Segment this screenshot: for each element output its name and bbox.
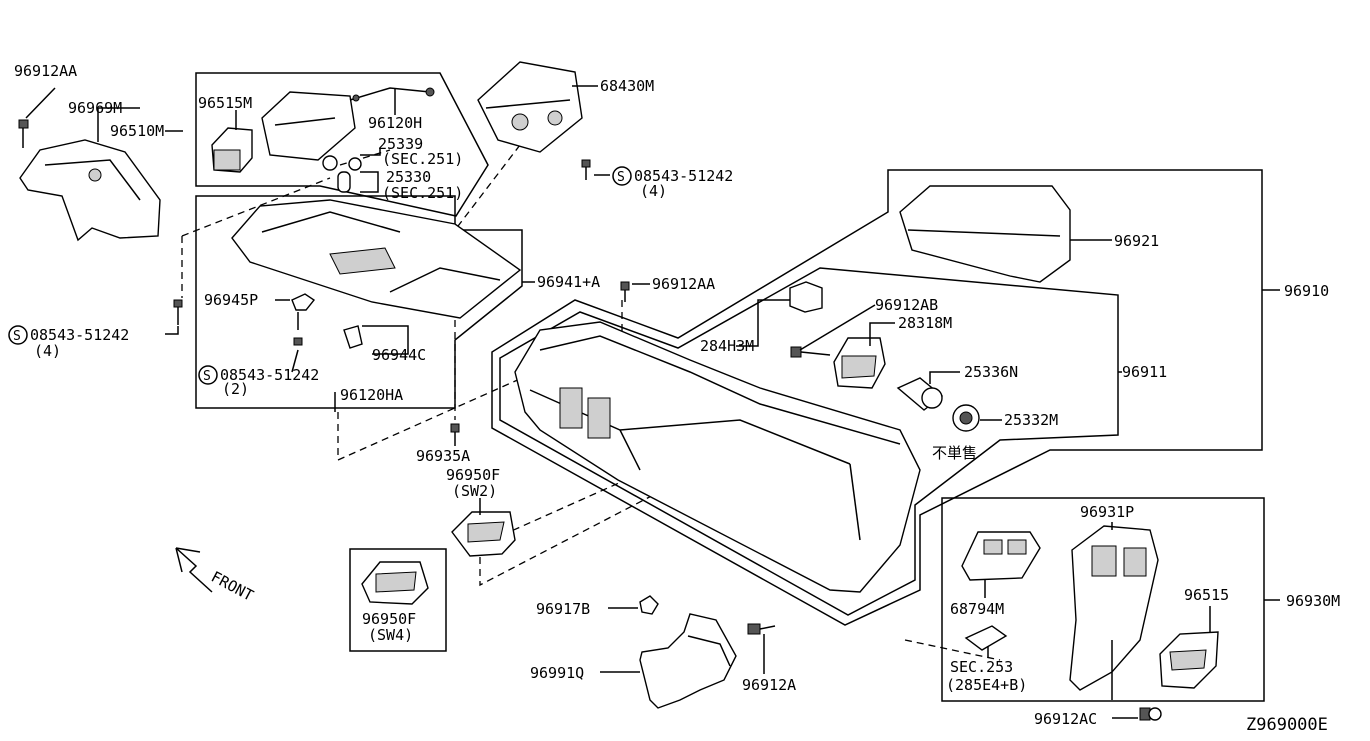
label-68794M: 68794M xyxy=(950,600,1004,618)
part-284H3M-connector xyxy=(789,281,823,313)
part-25336N-lighter xyxy=(896,377,944,411)
part-96515M-box xyxy=(211,127,253,173)
label-96515M: 96515M xyxy=(198,94,252,112)
circled-s-icon: S xyxy=(8,325,28,345)
nut-96917B xyxy=(639,595,659,615)
label-68430M: 68430M xyxy=(600,77,654,95)
screw-96912AB xyxy=(790,346,831,358)
part-96515-box xyxy=(1159,631,1219,689)
svg-text:S: S xyxy=(13,329,21,344)
label-96931P: 96931P xyxy=(1080,503,1134,521)
label-08543-top: 08543-51242 xyxy=(634,167,733,185)
part-96950F-sw2 xyxy=(451,511,516,557)
label-96912AC: 96912AC xyxy=(1034,710,1097,728)
label-25330: 25330 xyxy=(386,168,431,186)
label-96911: 96911 xyxy=(1122,363,1167,381)
label-96120HA: 96120HA xyxy=(340,386,403,404)
label-08543-mid-qty: (2) xyxy=(222,380,249,398)
circled-s-icon: S xyxy=(198,365,218,385)
label-25339: 25339 xyxy=(378,135,423,153)
label-96944C: 96944C xyxy=(372,346,426,364)
label-25339-sec: (SEC.251) xyxy=(382,150,463,168)
part-96941-trim-panel xyxy=(231,199,522,319)
label-96941A: 96941+A xyxy=(537,273,600,291)
frame-switch-sw4 xyxy=(349,548,447,652)
part-96950F-sw4 xyxy=(361,561,429,605)
label-96930M: 96930M xyxy=(1286,592,1340,610)
screw-96912AA-top xyxy=(18,119,29,148)
diagram-code: Z969000E xyxy=(1246,715,1328,735)
label-96912AA-mid: 96912AA xyxy=(652,275,715,293)
label-96921: 96921 xyxy=(1114,232,1159,250)
part-SEC253-connector xyxy=(964,625,1008,651)
leader-lines xyxy=(25,85,1280,719)
screw-96912AA-mid xyxy=(620,281,630,302)
part-68430M-climate-unit xyxy=(477,61,583,153)
part-socket-25339 xyxy=(322,155,362,193)
svg-text:S: S xyxy=(203,369,211,384)
screw-96912A xyxy=(747,623,776,635)
label-96912AA-top: 96912AA xyxy=(14,62,77,80)
label-08543-top-qty: (4) xyxy=(640,182,667,200)
frame-console-outer xyxy=(491,169,1263,626)
label-front: FRONT xyxy=(208,568,256,605)
label-not-sold: 不単售 xyxy=(932,444,977,462)
part-96120H-housing xyxy=(261,87,435,161)
screw-96935A xyxy=(450,423,460,440)
part-96510M-bracket xyxy=(19,139,161,242)
label-25330-sec: (SEC.251) xyxy=(382,184,463,202)
label-25336N: 25336N xyxy=(964,363,1018,381)
label-08543-mid: 08543-51242 xyxy=(220,366,319,384)
label-96917B: 96917B xyxy=(536,600,590,618)
circled-s-icon: S xyxy=(612,166,632,186)
label-96910: 96910 xyxy=(1284,282,1329,300)
label-SEC253: SEC.253 xyxy=(950,658,1013,676)
label-96950F-sw2: 96950F xyxy=(446,466,500,484)
label-96950F-sw4-sub: (SW4) xyxy=(368,626,413,644)
label-28318M: 28318M xyxy=(898,314,952,332)
label-96912A: 96912A xyxy=(742,676,796,694)
part-96945P-clip xyxy=(291,293,316,346)
label-96950F-sw4: 96950F xyxy=(362,610,416,628)
label-08543-left-qty: (4) xyxy=(34,342,61,360)
front-arrow-icon xyxy=(175,547,213,593)
part-96944C-bracket xyxy=(343,325,363,349)
label-96935A: 96935A xyxy=(416,447,470,465)
part-28318M-unit xyxy=(833,337,886,389)
part-25332M-socket xyxy=(952,404,980,432)
label-284H3M: 284H3M xyxy=(700,337,754,355)
label-96510M: 96510M xyxy=(110,122,164,140)
part-96911-console-body xyxy=(514,321,921,593)
label-08543-left: 08543-51242 xyxy=(30,326,129,344)
label-96950F-sw2-sub: (SW2) xyxy=(452,482,497,500)
label-25332M: 25332M xyxy=(1004,411,1058,429)
frame-top-center xyxy=(195,72,489,217)
frame-upper-trim xyxy=(195,195,523,409)
svg-text:S: S xyxy=(617,170,625,185)
label-96991Q: 96991Q xyxy=(530,664,584,682)
screw-96912AC xyxy=(1139,707,1162,721)
frame-console-inner xyxy=(499,267,1119,616)
part-96931P-rear-panel xyxy=(1069,525,1159,691)
label-96912AB: 96912AB xyxy=(875,296,938,314)
label-SEC253-sub: (285E4+B) xyxy=(946,676,1027,694)
label-96969M: 96969M xyxy=(68,99,122,117)
part-68794M-vent xyxy=(961,531,1041,581)
screw-08543-left xyxy=(173,299,183,325)
label-96945P: 96945P xyxy=(204,291,258,309)
part-96921-armrest xyxy=(899,185,1071,283)
screw-08543-top xyxy=(581,159,591,180)
label-96120H: 96120H xyxy=(368,114,422,132)
label-96515: 96515 xyxy=(1184,586,1229,604)
part-96991Q-bracket xyxy=(639,613,737,709)
